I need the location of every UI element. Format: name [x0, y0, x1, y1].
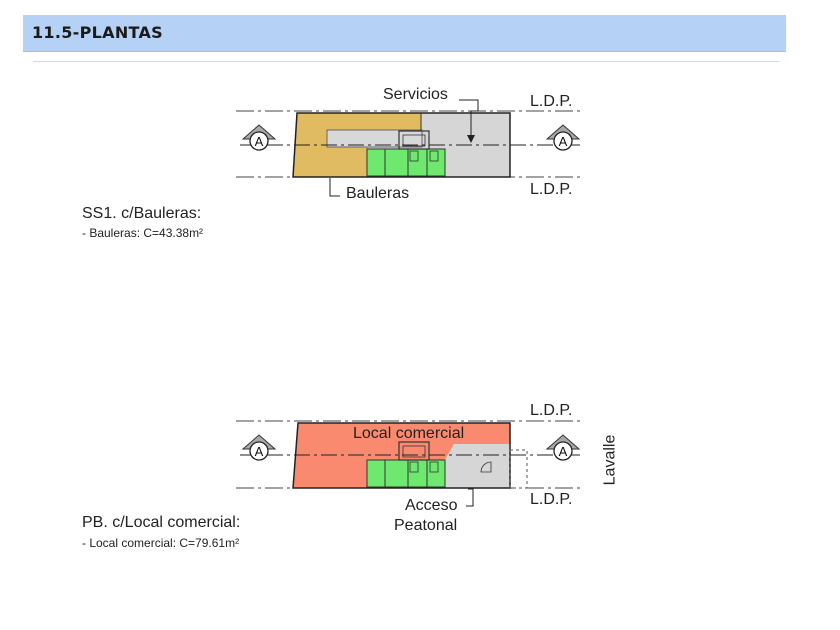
acceso-label: Acceso [405, 497, 458, 514]
ldp-label-bottom: L.D.P. [530, 491, 573, 508]
corridor [326, 129, 423, 148]
area-note-pb: - Local comercial: C=79.61m² [82, 536, 240, 550]
door-swing [480, 461, 492, 473]
area-note-ss1: - Bauleras: C=43.38m² [82, 226, 204, 240]
elevator [398, 130, 430, 150]
stair-core [366, 148, 446, 177]
level-title-pb: PB. c/Local comercial: [82, 514, 241, 531]
ldp-label-top: L.D.P. [530, 93, 573, 110]
acceso-leader [466, 488, 474, 507]
section-marker-left [241, 124, 277, 151]
plan-pb: A A [236, 420, 581, 507]
peatonal-label: Peatonal [394, 517, 458, 534]
section-marker-left [241, 434, 277, 461]
header-divider [33, 61, 779, 62]
elevator [398, 441, 430, 461]
stair-core [366, 459, 446, 488]
street-label: Lavalle [601, 434, 619, 486]
section-title: 11.5-PLANTAS [32, 23, 163, 42]
section-marker-right [545, 124, 581, 151]
bauleras-zone [293, 113, 421, 177]
level-title-ss1: SS1. c/Bauleras: [82, 205, 202, 222]
marker-letter: A [559, 134, 568, 149]
ldp-label-top: L.D.P. [530, 402, 573, 419]
local-comercial-label: Local comercial [353, 425, 465, 442]
section-header: 11.5-PLANTAS [23, 15, 786, 52]
entrance-canopy [509, 449, 528, 489]
plan-ss1: A A [236, 99, 581, 197]
servicios-leader [459, 99, 479, 143]
marker-letter: A [255, 134, 264, 149]
local-comercial-zone [293, 423, 510, 488]
bauleras-leader [329, 178, 340, 197]
bauleras-label: Bauleras [346, 185, 410, 202]
marker-letter: A [255, 444, 264, 459]
marker-letter: A [559, 444, 568, 459]
section-marker-right [545, 434, 581, 461]
ldp-label-bottom: L.D.P. [530, 181, 573, 198]
servicios-label: Servicios [383, 86, 448, 103]
